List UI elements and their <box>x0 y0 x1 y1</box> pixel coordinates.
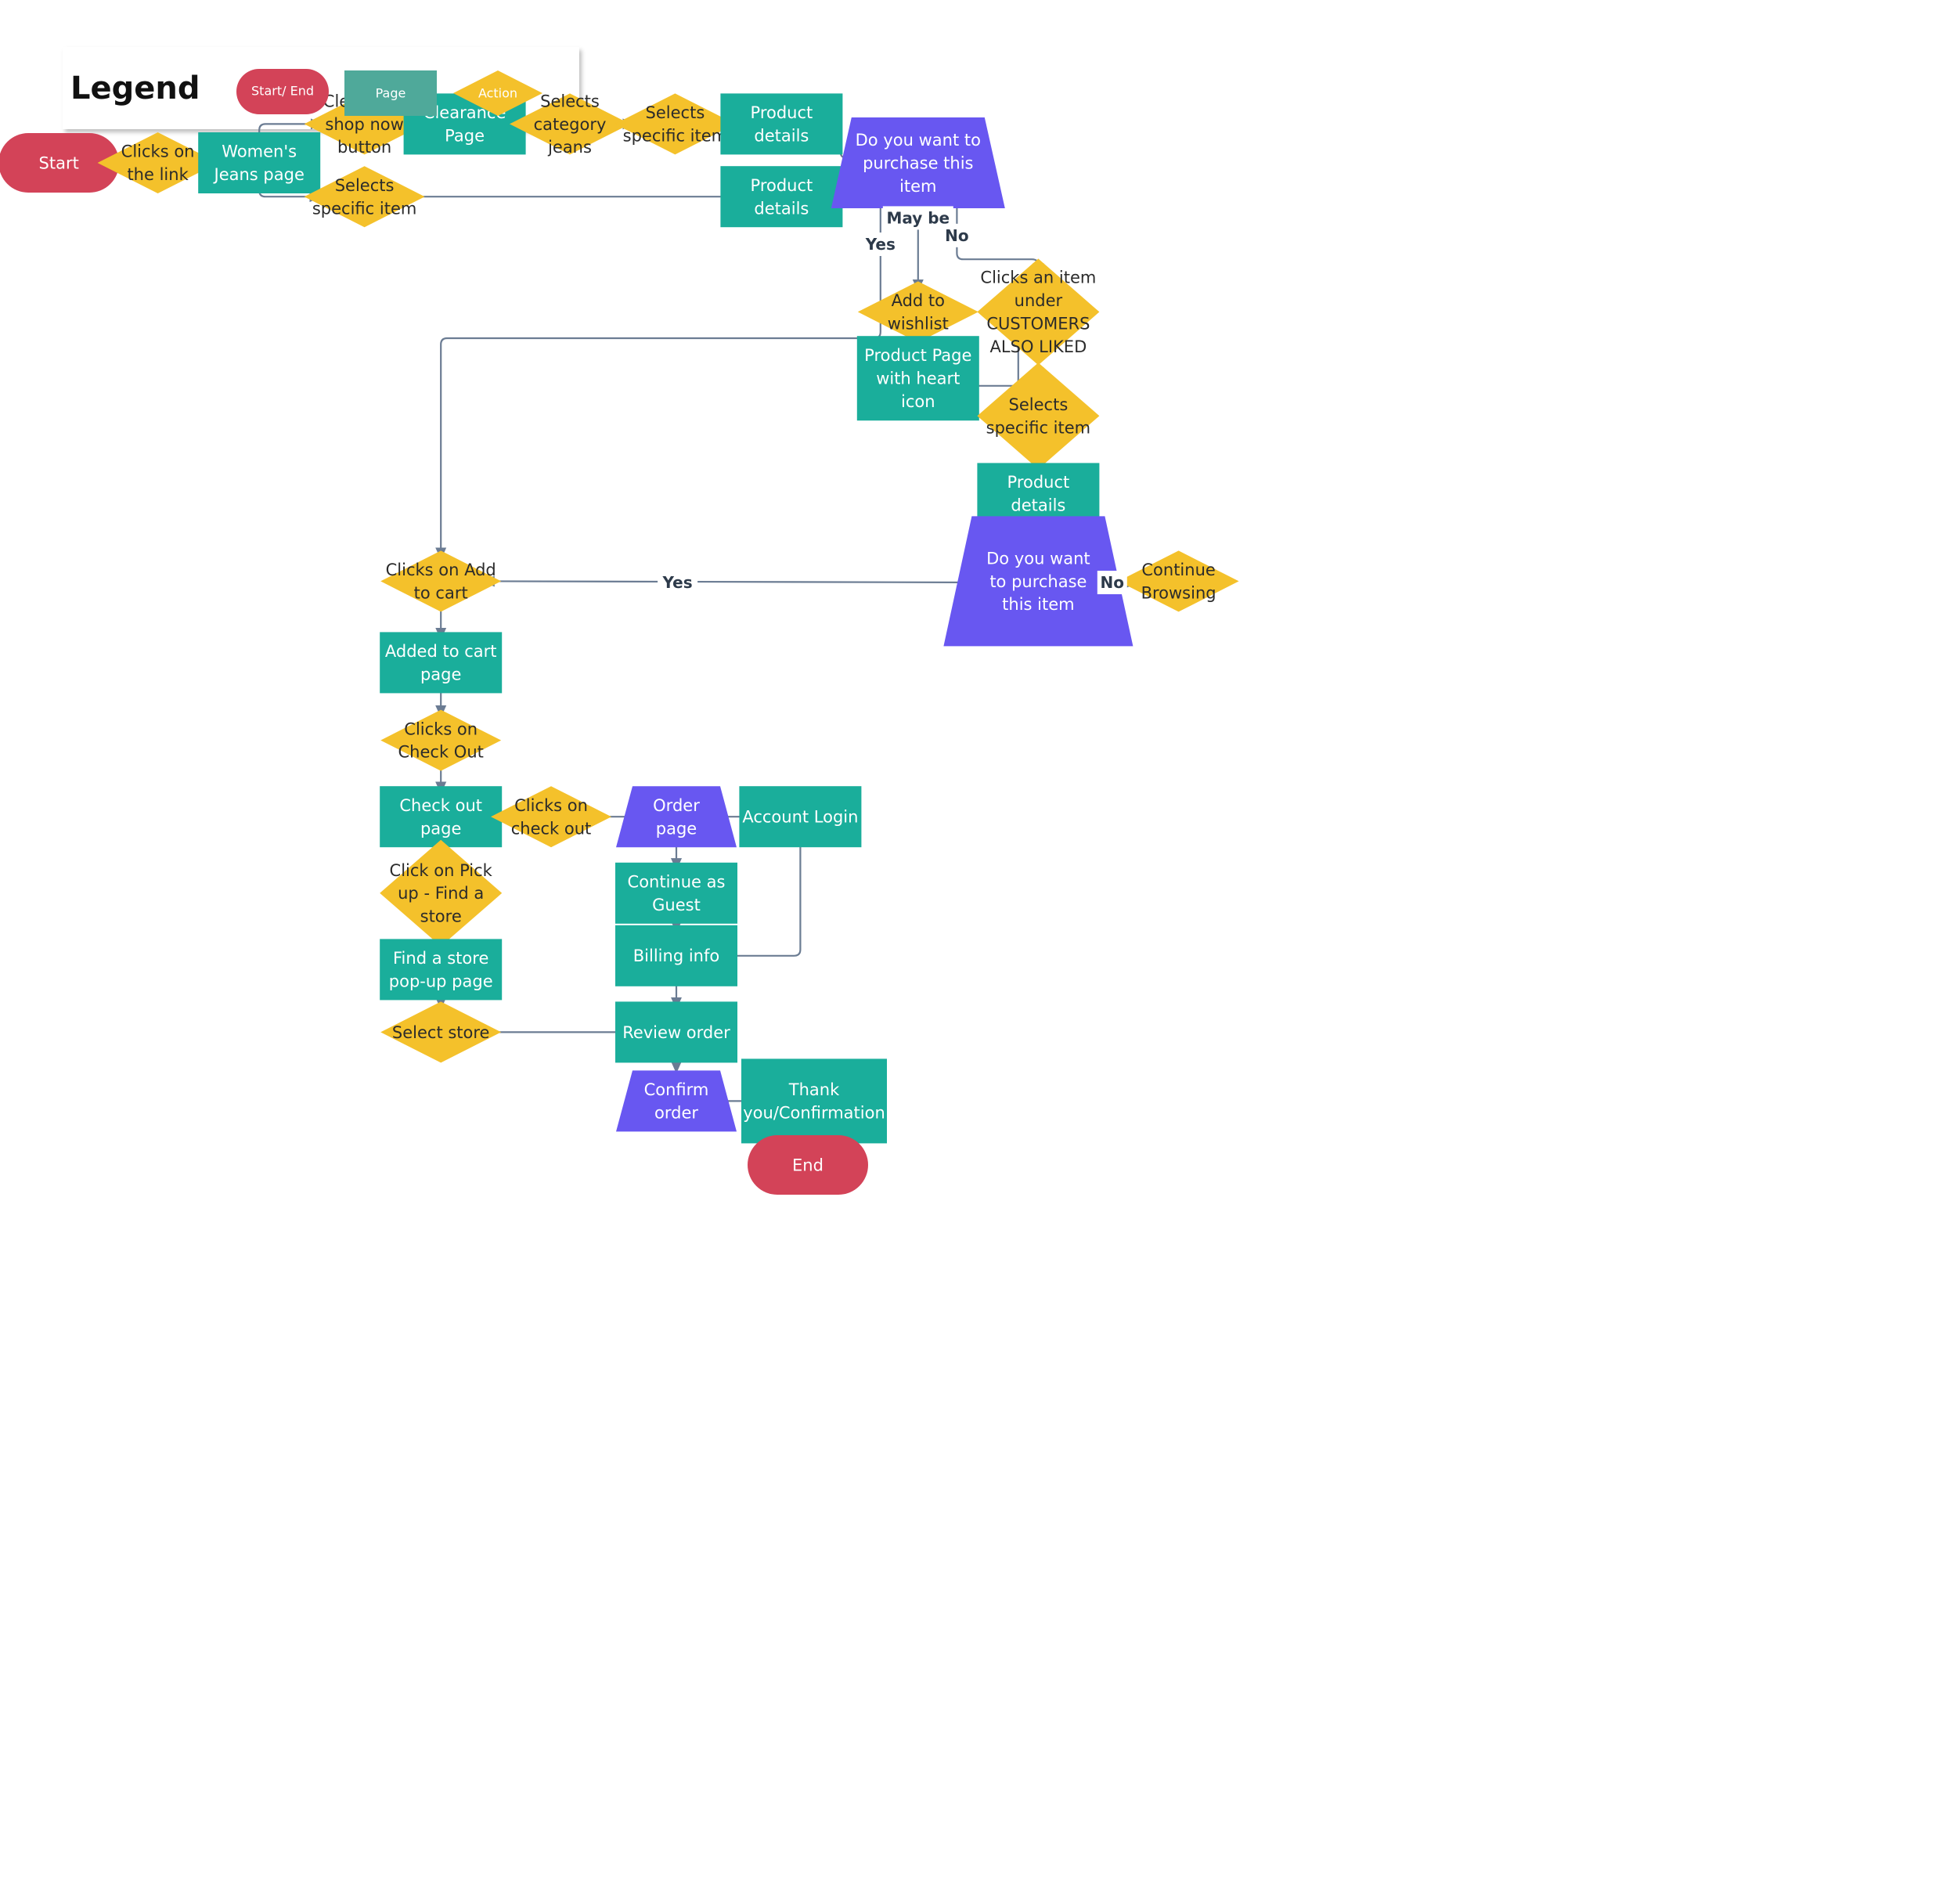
legend-page: Page <box>344 70 437 116</box>
legend-page-label: Page <box>376 86 406 101</box>
legend-action-label: Action <box>478 86 517 101</box>
legend-action: Action <box>453 70 542 116</box>
edge-label-text: No <box>945 226 968 245</box>
review-order-node: Review order <box>615 1001 737 1063</box>
billing-info-node: Billing info <box>615 925 737 986</box>
select-store-node: Select store <box>380 1001 502 1063</box>
end-label: End <box>792 1156 824 1174</box>
legend-start-end-label: Start/ End <box>251 84 314 99</box>
connector-arrow <box>481 575 990 587</box>
edge-label-text: Yes <box>662 573 693 592</box>
edge-label-text: Yes <box>865 235 896 254</box>
legend-items: Start/ End Page Action <box>236 69 542 116</box>
start-label: Start <box>39 153 79 172</box>
select-store-label: Select store <box>392 1023 490 1042</box>
connector-arrow <box>723 839 802 961</box>
legend-title: Legend <box>70 70 200 106</box>
edge-label-text: No <box>1101 573 1124 592</box>
edge-label-yes-1: Yes <box>860 233 901 256</box>
billing-info-label: Billing info <box>633 947 719 965</box>
start-node: Start <box>0 133 120 193</box>
edge-label-no-1: No <box>942 223 972 247</box>
edge-label-no-2: No <box>1097 571 1127 594</box>
review-order-label: Review order <box>622 1023 730 1042</box>
edge-label-text: May be <box>886 208 950 227</box>
legend-start-end: Start/ End <box>236 69 329 114</box>
edge-label-maybe: May be <box>882 206 953 230</box>
account-login-label: Account Login <box>742 808 858 827</box>
account-login-node: Account Login <box>739 786 862 848</box>
connector-arrow <box>258 118 323 143</box>
connector-arrow <box>435 197 881 561</box>
end-node: End <box>748 1135 868 1195</box>
edge-label-yes-2: Yes <box>658 571 698 594</box>
